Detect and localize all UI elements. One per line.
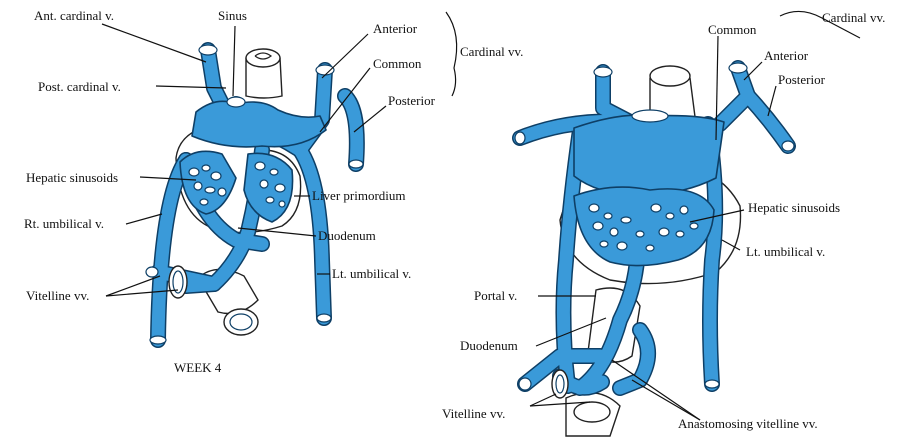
- label-vitelline-vv-right: Vitelline vv.: [442, 406, 505, 421]
- label-rt-umbilical-v: Rt. umbilical v.: [24, 216, 104, 231]
- label-ant-cardinal-v: Ant. cardinal v.: [34, 8, 114, 23]
- right-sinus-venosus: [574, 115, 724, 194]
- left-ant-cardinal-opening: [199, 45, 217, 55]
- label-common-right: Common: [708, 22, 757, 37]
- label-duodenum-right: Duodenum: [460, 338, 518, 353]
- label-duodenum: Duodenum: [318, 228, 376, 243]
- right-vein-network: [515, 63, 794, 398]
- right-common-cardinal-opening: [632, 110, 668, 122]
- label-liver-primordium: Liver primordium: [312, 188, 406, 203]
- label-portal-v: Portal v.: [474, 288, 517, 303]
- label-post-cardinal-v: Post. cardinal v.: [38, 79, 121, 94]
- right-figure: Common Cardinal vv. Anterior Posterior H…: [442, 10, 885, 436]
- label-hepatic-sinusoids: Hepatic sinusoids: [26, 170, 118, 185]
- label-posterior: Posterior: [388, 93, 436, 108]
- label-cardinal-vv: Cardinal vv.: [460, 44, 523, 59]
- label-vitelline-vv: Vitelline vv.: [26, 288, 89, 303]
- label-anterior: Anterior: [373, 21, 418, 36]
- label-sinus: Sinus: [218, 8, 247, 23]
- label-hepatic-sinusoids-right: Hepatic sinusoids: [748, 200, 840, 215]
- left-figure: Ant. cardinal v. Sinus Anterior Cardinal…: [24, 8, 523, 375]
- left-common-cardinal-opening: [227, 97, 245, 107]
- label-posterior-right: Posterior: [778, 72, 826, 87]
- label-anterior-right: Anterior: [764, 48, 809, 63]
- label-common: Common: [373, 56, 422, 71]
- left-sinus-venosus: [192, 101, 326, 147]
- label-lt-umbilical-v: Lt. umbilical v.: [332, 266, 411, 281]
- left-gut-lumen: [246, 49, 280, 67]
- label-anastomosing-vitelline-vv: Anastomosing vitelline vv.: [678, 416, 818, 431]
- label-week-4: WEEK 4: [174, 360, 222, 375]
- label-cardinal-vv-right: Cardinal vv.: [822, 10, 885, 25]
- label-lt-umbilical-v-right: Lt. umbilical v.: [746, 244, 825, 259]
